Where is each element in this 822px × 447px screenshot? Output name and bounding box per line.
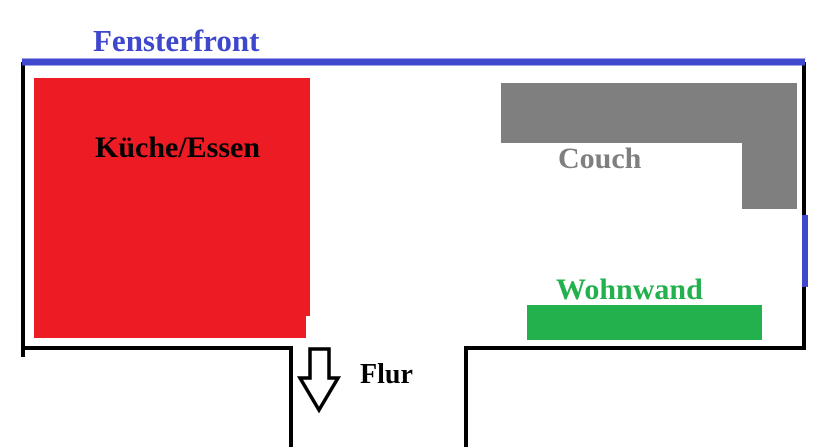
couch-label: Couch: [558, 142, 642, 175]
couch-side: [742, 140, 797, 209]
hallway-label: Flur: [360, 359, 413, 390]
window-front-label: Fensterfront: [93, 23, 260, 58]
wall-unit-label: Wohnwand: [556, 273, 703, 306]
kitchen-area: [34, 78, 310, 316]
kitchen-area-lower: [34, 310, 306, 338]
arrow-down-icon: [296, 347, 342, 414]
couch-top: [501, 83, 797, 143]
walls: [21, 62, 806, 447]
kitchen-label: Küche/Essen: [95, 131, 260, 164]
wall-unit: [527, 305, 762, 340]
